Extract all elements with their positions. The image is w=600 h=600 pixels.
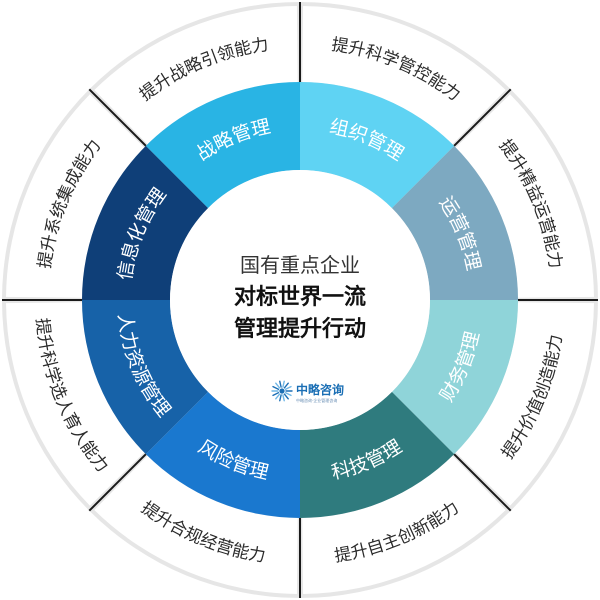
inner-segment <box>391 145 518 300</box>
center-line-2: 对标世界一流 <box>234 284 366 310</box>
inner-segment <box>391 300 518 455</box>
logo-name: 中略咨询 <box>296 382 344 397</box>
logo-burst-icon <box>271 380 293 402</box>
outer-segment <box>455 302 594 506</box>
logo: 中略咨询 中略咨询·企业管理咨询 <box>271 380 344 403</box>
inner-ring: 战略管理组织管理运营管理财务管理科技管理风险管理人力资源管理信息化管理 <box>81 82 518 518</box>
outer-segment <box>94 6 298 145</box>
outer-segment <box>94 455 298 594</box>
inner-segment <box>145 391 300 518</box>
center-line-1: 国有重点企业 <box>240 253 360 277</box>
outer-segment <box>302 6 506 145</box>
segment-divider <box>453 453 512 512</box>
logo-subtitle: 中略咨询·企业管理咨询 <box>296 397 337 403</box>
inner-segment <box>81 145 209 300</box>
segment-divider <box>88 88 147 147</box>
center-line-3: 管理提升行动 <box>234 316 366 342</box>
inner-segment <box>300 391 455 518</box>
outer-segment <box>6 302 145 506</box>
inner-segment <box>300 82 455 209</box>
outer-segment <box>302 455 506 594</box>
center-disc: 国有重点企业 对标世界一流 管理提升行动 中略咨询 中略咨询·企业管理咨询 <box>170 170 430 430</box>
outer-segment <box>6 94 145 298</box>
outer-segment <box>455 94 594 298</box>
inner-segment <box>82 300 209 455</box>
segment-divider <box>453 88 512 147</box>
center-circle <box>170 170 430 430</box>
segment-divider <box>88 453 147 512</box>
inner-segment <box>145 82 300 209</box>
